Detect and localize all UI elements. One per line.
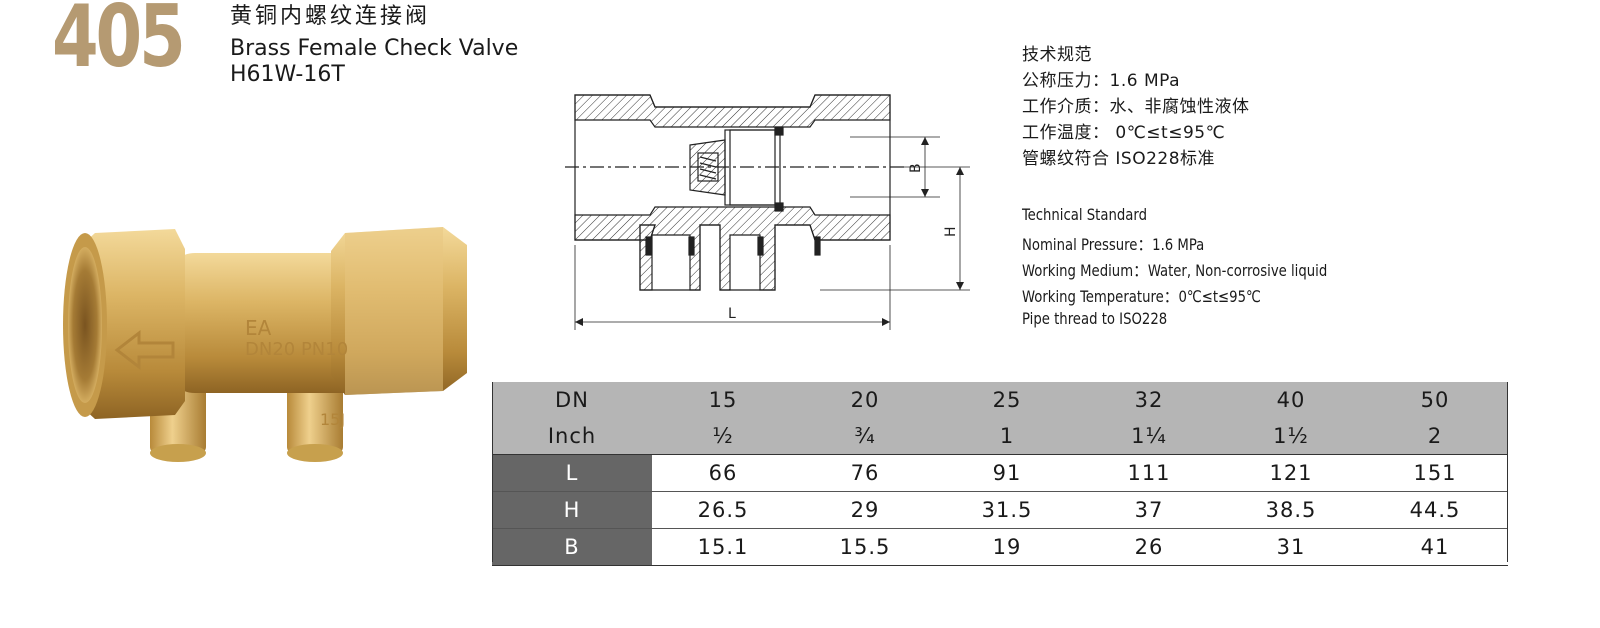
drawing-label-h: H [943,226,959,237]
row-label: H [492,491,652,529]
table-cell: 20 [794,382,936,418]
table-cell: 32 [1078,382,1220,418]
spec-medium-cn: 工作介质：水、非腐蚀性液体 [1022,97,1250,117]
dimension-table: DN 15 20 25 32 40 50 Inch ½ ¾ 1 1¼ 1½ 2 … [492,382,1508,566]
table-cell: 66 [652,454,794,492]
spec-heading-en: Technical Standard [1022,205,1147,224]
table-row-l: L 66 76 91 111 121 151 [492,454,1508,492]
table-cell: 38.5 [1220,491,1362,529]
table-cell: 31.5 [936,491,1078,529]
table-cell: 26 [1078,528,1220,566]
table-cell: 121 [1220,454,1362,492]
drawing-label-l: L [728,306,736,322]
table-cell: 44.5 [1362,491,1508,529]
table-cell: ¾ [794,418,936,455]
table-cell: 76 [794,454,936,492]
table-cell: 29 [794,491,936,529]
row-label: Inch [492,418,652,455]
table-row-b: B 15.1 15.5 19 26 31 41 [492,528,1508,566]
valve-marking-size: 15J [320,410,345,429]
table-cell: 91 [936,454,1078,492]
table-cell: 31 [1220,528,1362,566]
table-cell: 15 [652,382,794,418]
table-cell: 26.5 [652,491,794,529]
technical-drawing: B H L [565,94,970,330]
table-cell: 15.1 [652,528,794,566]
spec-temperature-cn: 工作温度： 0℃≤t≤95℃ [1022,123,1226,143]
table-cell: 40 [1220,382,1362,418]
table-cell: 1½ [1220,418,1362,455]
product-title-cn: 黄铜内螺纹连接阀 [230,4,431,29]
table-row-dn: DN 15 20 25 32 40 50 [492,382,1508,418]
spec-pressure-cn: 公称压力：1.6 MPa [1022,71,1181,91]
spec-pressure-en: Nominal Pressure：1.6 MPa [1022,235,1205,254]
table-cell: 50 [1362,382,1508,418]
table-cell: 1 [936,418,1078,455]
valve-marking-dn: DN20 PN10 [245,339,348,360]
table-cell: 15.5 [794,528,936,566]
table-cell: 111 [1078,454,1220,492]
table-cell: 25 [936,382,1078,418]
table-cell: 2 [1362,418,1508,455]
valve-marking-ea: EA [245,316,272,340]
valve-photo: EA DN20 PN10 15J [63,227,467,462]
spec-thread-en: Pipe thread to ISO228 [1022,309,1168,328]
product-title-en: Brass Female Check Valve [230,36,519,61]
spec-thread-cn: 管螺纹符合 ISO228标准 [1022,149,1216,169]
table-cell: 151 [1362,454,1508,492]
spec-temperature-en: Working Temperature：0℃≤t≤95℃ [1022,287,1261,306]
table-row-h: H 26.5 29 31.5 37 38.5 44.5 [492,491,1508,529]
table-cell: 1¼ [1078,418,1220,455]
row-label: DN [492,382,652,418]
spec-medium-en: Working Medium：Water, Non-corrosive liqu… [1022,261,1328,280]
row-label: L [492,454,652,492]
row-label: B [492,528,652,566]
table-cell: 19 [936,528,1078,566]
table-cell: 41 [1362,528,1508,566]
table-cell: 37 [1078,491,1220,529]
drawing-label-b: B [908,163,924,173]
product-code: H61W-16T [230,62,345,87]
spec-heading-cn: 技术规范 [1022,45,1092,65]
table-row-inch: Inch ½ ¾ 1 1¼ 1½ 2 [492,418,1508,455]
table-cell: ½ [652,418,794,455]
model-number: 405 [52,0,186,87]
